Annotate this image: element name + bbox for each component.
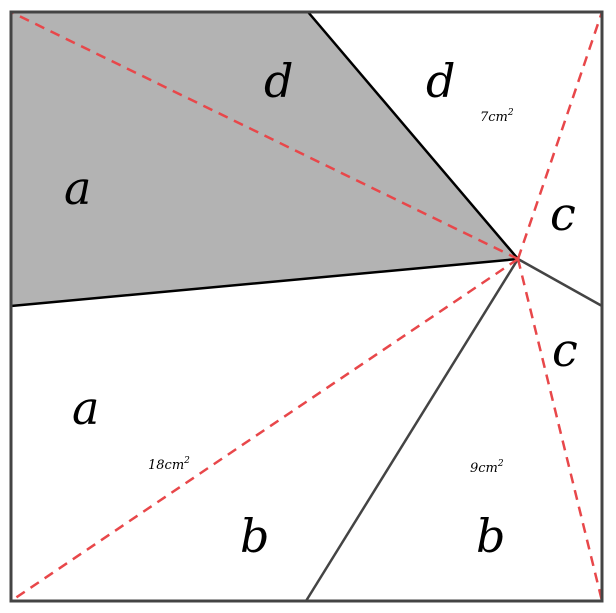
label-a-top: a <box>64 161 91 215</box>
dashed-line-to-top-right <box>516 11 604 260</box>
area-exp-top-right: 2 <box>507 108 514 118</box>
outer-square <box>9 10 604 603</box>
dashed-line-to-bottom-right <box>516 258 604 602</box>
line-point-to-right-edge <box>517 257 603 308</box>
label-d-right: d <box>426 54 455 108</box>
area-value-bottom-right: 9cm <box>470 461 498 476</box>
label-c-bottom: c <box>552 323 578 377</box>
label-c-top: c <box>550 187 576 241</box>
area-value-top-right: 7cm <box>480 110 508 125</box>
dashed-line-to-top-left <box>10 10 519 261</box>
label-b-left: b <box>240 509 269 563</box>
area-value-bottom-left: 18cm <box>148 458 184 473</box>
label-a-bottom: a <box>72 381 99 435</box>
label-d-left: d <box>264 54 293 108</box>
label-b-right: b <box>476 509 505 563</box>
area-exp-bottom-right: 2 <box>497 459 504 469</box>
area-label-bottom-left: 18cm2 <box>148 456 190 473</box>
area-label-bottom-right: 9cm2 <box>470 459 504 476</box>
area-label-top-right: 7cm2 <box>480 108 514 125</box>
line-point-to-bottom-edge <box>304 258 520 602</box>
area-exp-bottom-left: 2 <box>183 456 190 466</box>
